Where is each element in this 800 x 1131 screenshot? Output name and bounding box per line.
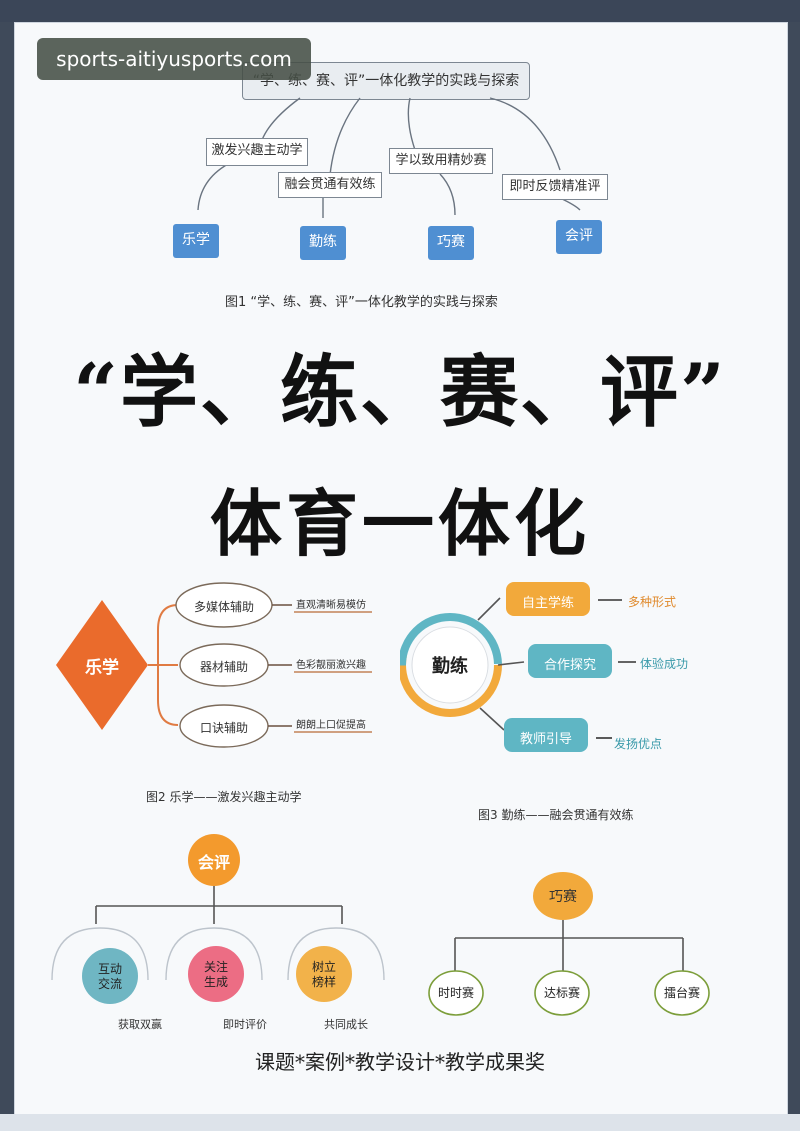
fig4-item-2: 关注生成 <box>203 960 228 989</box>
fig1-node-qiaosai: 巧赛 <box>428 226 474 260</box>
fig3-caption: 图3 勤练——融会贯通有效练 <box>478 808 634 822</box>
fig2-item-2: 器材辅助 <box>199 660 248 674</box>
fig2-desc-2: 色彩靓丽激兴趣 <box>296 660 366 671</box>
fig5-item-2: 达标赛 <box>543 986 580 1000</box>
document-page <box>14 22 788 1116</box>
fig1-label-3: 学以致用精妙赛 <box>389 148 493 174</box>
fig1-node-qinlian: 勤练 <box>300 226 346 260</box>
fig5-item-3: 擂台赛 <box>663 986 700 1000</box>
fig4-item-1: 互动交流 <box>97 962 122 991</box>
fig1-label-2: 融会贯通有效练 <box>278 172 382 198</box>
fig5-diagram <box>428 872 710 1016</box>
fig3-desc-2: 体验成功 <box>640 657 689 671</box>
fig4-top-label: 会评 <box>197 853 230 872</box>
fig4-desc-3: 共同成长 <box>324 1018 368 1031</box>
fig3-diagram <box>400 582 636 752</box>
fig1-label-4: 即时反馈精准评 <box>502 174 608 200</box>
fig2-item-1: 多媒体辅助 <box>193 600 254 614</box>
top-bar <box>0 0 800 22</box>
fig3-desc-1: 多种形式 <box>628 595 677 609</box>
fig4-desc-1: 获取双赢 <box>118 1018 162 1031</box>
bottom-bar <box>0 1114 800 1131</box>
fig4-diagram <box>51 834 385 1004</box>
fig3-desc-3: 发扬优点 <box>614 737 663 751</box>
fig1-node-lexue: 乐学 <box>173 224 219 258</box>
fig3-item-1: 自主学练 <box>521 596 574 611</box>
fig1-caption: 图1 “学、练、赛、评”一体化教学的实践与探索 <box>225 295 498 310</box>
fig2-desc-1: 直观清晰易模仿 <box>296 600 366 611</box>
fig4-item-3: 树立榜样 <box>311 960 336 989</box>
fig1-label-1: 激发兴趣主动学 <box>206 138 308 166</box>
footer-text: 课题*案例*教学设计*教学成果奖 <box>255 1050 545 1074</box>
fig2-caption: 图2 乐学——激发兴趣主动学 <box>146 790 302 804</box>
fig5-top-label: 巧赛 <box>549 889 577 905</box>
watermark-link[interactable]: sports-aitiyusports.com <box>37 38 311 80</box>
fig3-item-3: 教师引导 <box>519 732 572 747</box>
headline: “学、练、赛、评” <box>73 347 727 438</box>
fig3-center-label: 勤练 <box>432 656 468 677</box>
fig2-center-label: 乐学 <box>85 658 119 678</box>
fig4-desc-2: 即时评价 <box>223 1018 267 1031</box>
subheadline: 体育一体化 <box>209 481 590 566</box>
fig5-item-1: 时时赛 <box>437 986 474 1000</box>
fig1-connectors <box>197 97 581 218</box>
fig3-item-2: 合作探究 <box>543 658 596 673</box>
fig1-node-huiping: 会评 <box>556 220 602 254</box>
fig2-diagram <box>56 582 372 748</box>
fig2-item-3: 口诀辅助 <box>199 721 248 735</box>
fig2-desc-3: 朗朗上口促提高 <box>296 720 366 731</box>
